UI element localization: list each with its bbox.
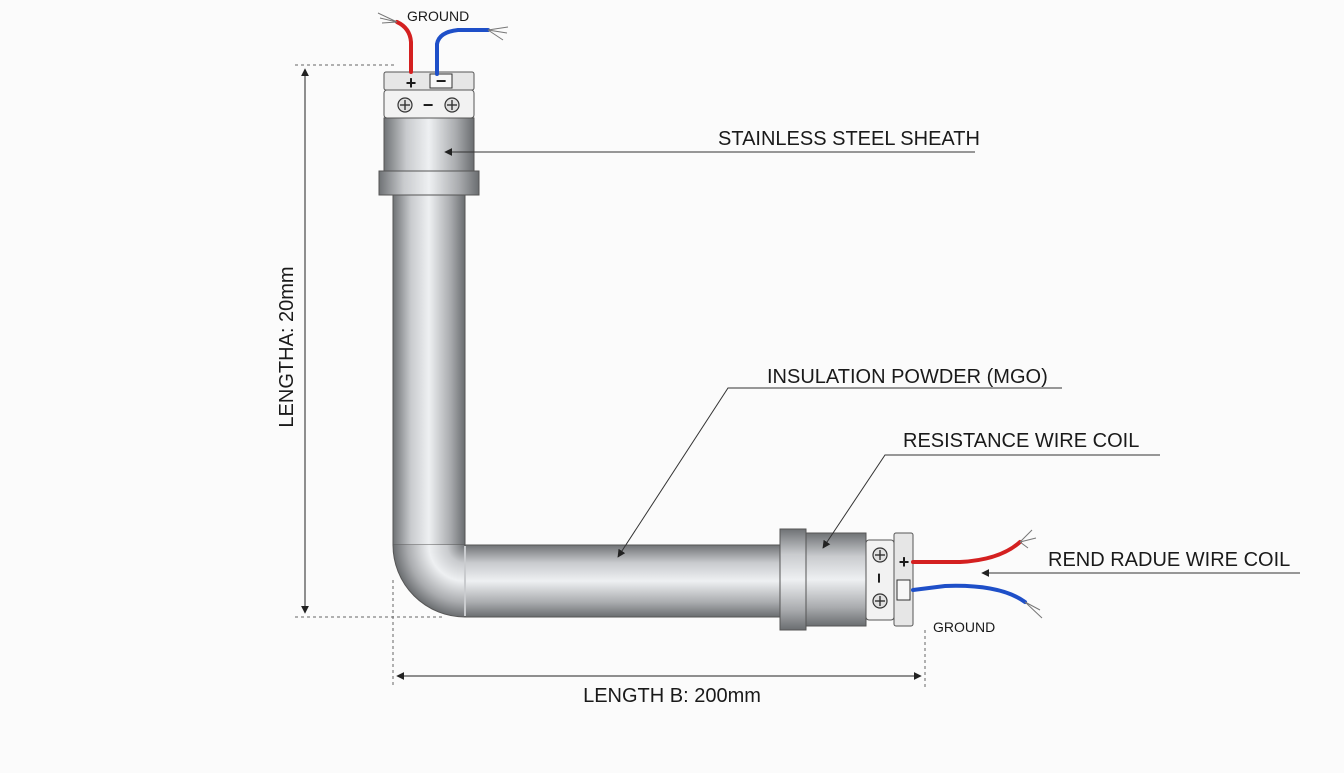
- tube-elbow: [393, 545, 465, 617]
- right-plus-symbol: +: [899, 552, 910, 572]
- sheath-label: STAINLESS STEEL SHEATH: [718, 128, 980, 150]
- insulation-label: INSULATION POWDER (MGO): [767, 366, 1048, 388]
- dimensions: LENGTHA: 20mm LENGTH B: 200mm: [276, 64, 926, 707]
- top-ground-label: GROUND: [407, 8, 469, 24]
- right-minus-symbol: −: [869, 573, 889, 584]
- top-blue-wire: [435, 28, 490, 76]
- right-housing: [805, 532, 867, 627]
- top-cap: [383, 71, 475, 91]
- resistance-coil-leader-line: [822, 454, 1160, 549]
- rend-radue-label: REND RADUE WIRE COIL: [1048, 549, 1290, 571]
- insulation-leader-line: [617, 387, 1062, 558]
- top-minus-connector-symbol: −: [436, 71, 447, 91]
- top-terminal-head: − + − GROUND: [377, 8, 509, 196]
- top-ground-connector: [429, 73, 453, 89]
- top-minus-symbol: −: [423, 95, 434, 115]
- top-housing: [383, 117, 475, 172]
- bottom-ground-label: GROUND: [933, 619, 995, 635]
- top-collar: [378, 170, 480, 196]
- vertical-tube-section: [392, 194, 466, 546]
- length-a-label: LENGTHA: 20mm: [276, 266, 298, 427]
- top-red-wire: [395, 20, 413, 74]
- horizontal-tube-section: [464, 544, 784, 618]
- resistance-coil-label: RESISTANCE WIRE COIL: [903, 430, 1139, 452]
- heater-tube: [392, 194, 784, 618]
- right-ground-connector: [896, 579, 911, 601]
- right-collar: [779, 528, 807, 631]
- callouts: STAINLESS STEEL SHEATH INSULATION POWDER…: [444, 128, 1300, 577]
- length-b-label: LENGTH B: 200mm: [583, 685, 761, 707]
- right-blue-wire: [911, 583, 1027, 604]
- top-plus-symbol: +: [406, 73, 417, 93]
- right-red-wire: [911, 540, 1022, 564]
- right-terminal-head: − + GROUND: [779, 528, 1043, 635]
